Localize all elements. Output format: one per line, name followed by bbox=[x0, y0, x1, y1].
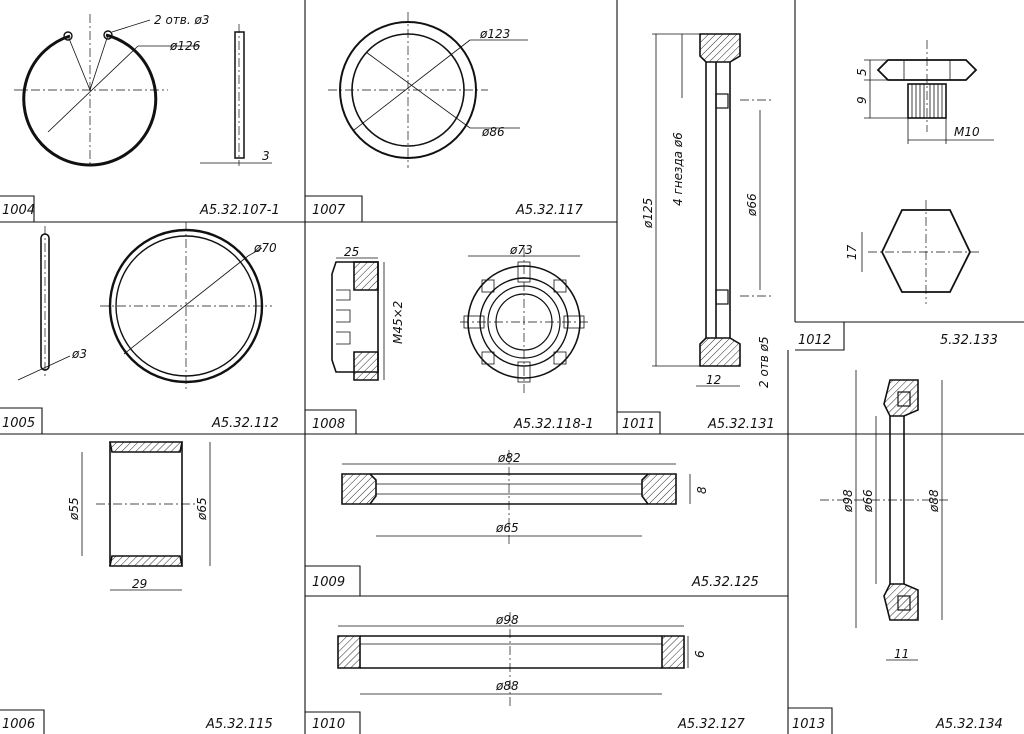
dim-29: 29 bbox=[132, 577, 147, 591]
dim-2-holes-3: 2 отв. ø3 bbox=[154, 13, 209, 27]
dim-73: ø73 bbox=[509, 243, 533, 257]
panel-1011: ø125 4 гнезда ø6 ø66 2 отв ø5 12 1011 А5… bbox=[617, 33, 775, 434]
part-code-1010: А5.32.127 bbox=[677, 717, 746, 732]
dim-88: ø88 bbox=[927, 489, 941, 513]
dim-65: ø65 bbox=[195, 497, 209, 521]
part-number-1010: 1010 bbox=[312, 717, 345, 732]
dim-82: ø82 bbox=[497, 451, 521, 465]
dim-6: 6 bbox=[693, 650, 707, 658]
dim-4-nests-6: 4 гнезда ø6 bbox=[671, 132, 685, 206]
panel-1007: ø123 ø86 1007 А5.32.117 bbox=[305, 12, 584, 222]
part-code-1011: А5.32.131 bbox=[707, 417, 775, 432]
dim-12: 12 bbox=[706, 373, 721, 387]
panel-1008: 25 М45×2 ø73 1008 А5.32.118-1 bbox=[305, 243, 594, 434]
part-number-1012: 1012 bbox=[798, 333, 831, 348]
dim-125: ø125 bbox=[641, 198, 655, 229]
dim-m45x2: М45×2 bbox=[391, 301, 405, 344]
part-code-1013: А5.32.134 bbox=[935, 717, 1003, 732]
dim-m10: М10 bbox=[954, 125, 980, 139]
dim-thickness-3: 3 bbox=[262, 149, 270, 163]
part-code-1005: А5.32.112 bbox=[211, 416, 279, 431]
dim-98: ø98 bbox=[841, 489, 855, 513]
panel-1006: ø55 ø65 29 1006 А5.32.115 bbox=[0, 441, 273, 734]
dim-70: ø70 bbox=[253, 241, 277, 255]
part-code-1006: А5.32.115 bbox=[205, 717, 273, 732]
part-number-1006: 1006 bbox=[2, 717, 35, 732]
part-number-1004: 1004 bbox=[2, 203, 35, 218]
dim-2-holes-5: 2 отв ø5 bbox=[757, 336, 771, 388]
part-number-1007: 1007 bbox=[312, 203, 346, 218]
dim-5: 5 bbox=[855, 68, 869, 76]
panel-1009: ø82 ø65 8 1009 А5.32.125 bbox=[305, 450, 759, 596]
panel-1012: 5 9 М10 17 1012 5.32.133 bbox=[795, 40, 998, 351]
panel-1013: ø98 ø66 ø88 11 1013 А5.32.134 bbox=[788, 370, 1003, 734]
dim-66: ø66 bbox=[861, 489, 875, 513]
panel-1010: ø98 ø88 6 1010 А5.32.127 bbox=[305, 612, 746, 734]
dim-9: 9 bbox=[855, 96, 869, 104]
panel-1004: 2 отв. ø3 ø126 3 1004 А5.32.107-1 bbox=[0, 13, 280, 222]
dim-66: ø66 bbox=[745, 193, 759, 217]
dim-86: ø86 bbox=[481, 125, 505, 139]
part-code-1009: А5.32.125 bbox=[691, 575, 759, 590]
part-code-1004: А5.32.107-1 bbox=[199, 203, 280, 218]
dim-17: 17 bbox=[845, 244, 859, 260]
dim-88: ø88 bbox=[495, 679, 519, 693]
dim-126: ø126 bbox=[169, 39, 201, 53]
dim-25: 25 bbox=[344, 245, 359, 259]
dim-55: ø55 bbox=[67, 497, 81, 521]
part-code-1008: А5.32.118-1 bbox=[513, 417, 594, 432]
dim-3: ø3 bbox=[71, 347, 87, 361]
dim-98: ø98 bbox=[495, 613, 519, 627]
dim-8: 8 bbox=[695, 486, 709, 494]
part-code-1012: 5.32.133 bbox=[940, 333, 998, 348]
dim-123: ø123 bbox=[479, 27, 510, 41]
part-number-1008: 1008 bbox=[312, 417, 345, 432]
part-code-1007: А5.32.117 bbox=[515, 203, 584, 218]
part-number-1011: 1011 bbox=[622, 417, 655, 432]
dim-65: ø65 bbox=[495, 521, 519, 535]
panel-1005: ø70 ø3 1005 А5.32.112 bbox=[0, 222, 279, 434]
part-number-1009: 1009 bbox=[312, 575, 345, 590]
part-number-1013: 1013 bbox=[792, 717, 825, 732]
dim-11: 11 bbox=[894, 647, 909, 661]
part-number-1005: 1005 bbox=[2, 416, 35, 431]
